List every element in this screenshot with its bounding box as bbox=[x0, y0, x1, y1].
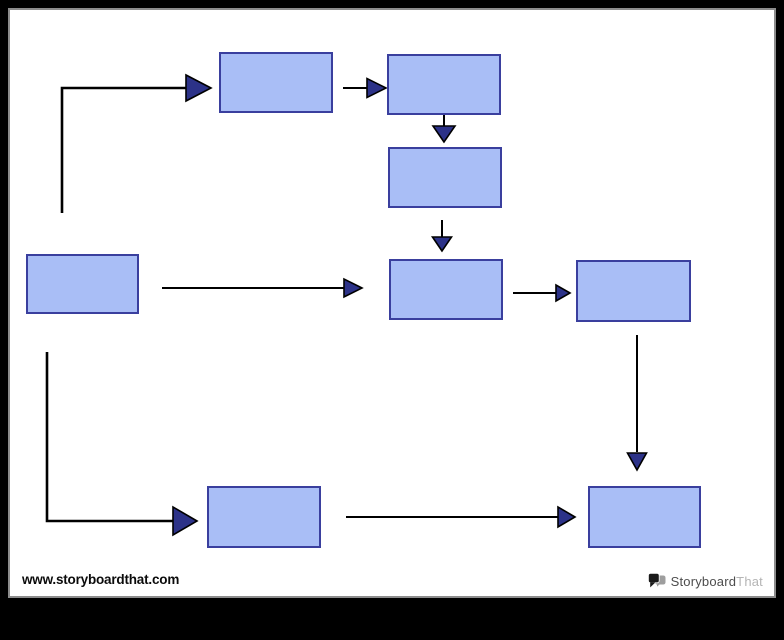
node-center[interactable] bbox=[389, 259, 503, 320]
node-left[interactable] bbox=[26, 254, 139, 314]
arrowhead-icon bbox=[431, 125, 457, 144]
arrowhead-icon bbox=[555, 283, 572, 303]
arrowhead-icon bbox=[430, 236, 454, 253]
node-bottom-1[interactable] bbox=[207, 486, 321, 548]
logo-text-storyboard: Storyboard bbox=[670, 573, 737, 589]
connector-top2-to-mid1[interactable] bbox=[431, 114, 457, 144]
connector-line bbox=[60, 86, 186, 213]
arrowhead-icon bbox=[366, 77, 388, 99]
arrowhead-icon bbox=[172, 505, 199, 537]
connector-left-to-bottom1[interactable] bbox=[45, 352, 199, 537]
arrowhead-icon bbox=[343, 277, 364, 299]
node-bottom-2[interactable] bbox=[588, 486, 701, 548]
logo-text: StoryboardThat bbox=[671, 574, 763, 589]
node-mid-1[interactable] bbox=[388, 147, 502, 208]
storyboardthat-logo: StoryboardThat bbox=[647, 572, 763, 590]
connector-left-to-top1[interactable] bbox=[60, 73, 213, 213]
connector-right-to-bottom2[interactable] bbox=[626, 335, 648, 472]
speech-bubbles-icon bbox=[647, 573, 666, 588]
node-top-1[interactable] bbox=[219, 52, 333, 113]
arrowhead-icon bbox=[185, 73, 213, 103]
node-top-2[interactable] bbox=[387, 54, 501, 115]
connector-line bbox=[45, 352, 173, 523]
arrowhead-icon bbox=[626, 452, 648, 472]
arrowhead-icon bbox=[557, 505, 577, 529]
connector-left-to-center[interactable] bbox=[162, 277, 364, 299]
website-url-text: www.storyboardthat.com bbox=[22, 572, 180, 587]
connector-top1-to-top2[interactable] bbox=[343, 77, 388, 99]
connector-bottom1-to-bottom2[interactable] bbox=[346, 505, 577, 529]
connector-mid1-to-center[interactable] bbox=[430, 220, 454, 253]
connector-center-to-right[interactable] bbox=[513, 283, 572, 303]
node-right[interactable] bbox=[576, 260, 691, 322]
logo-text-that: That bbox=[736, 573, 763, 589]
